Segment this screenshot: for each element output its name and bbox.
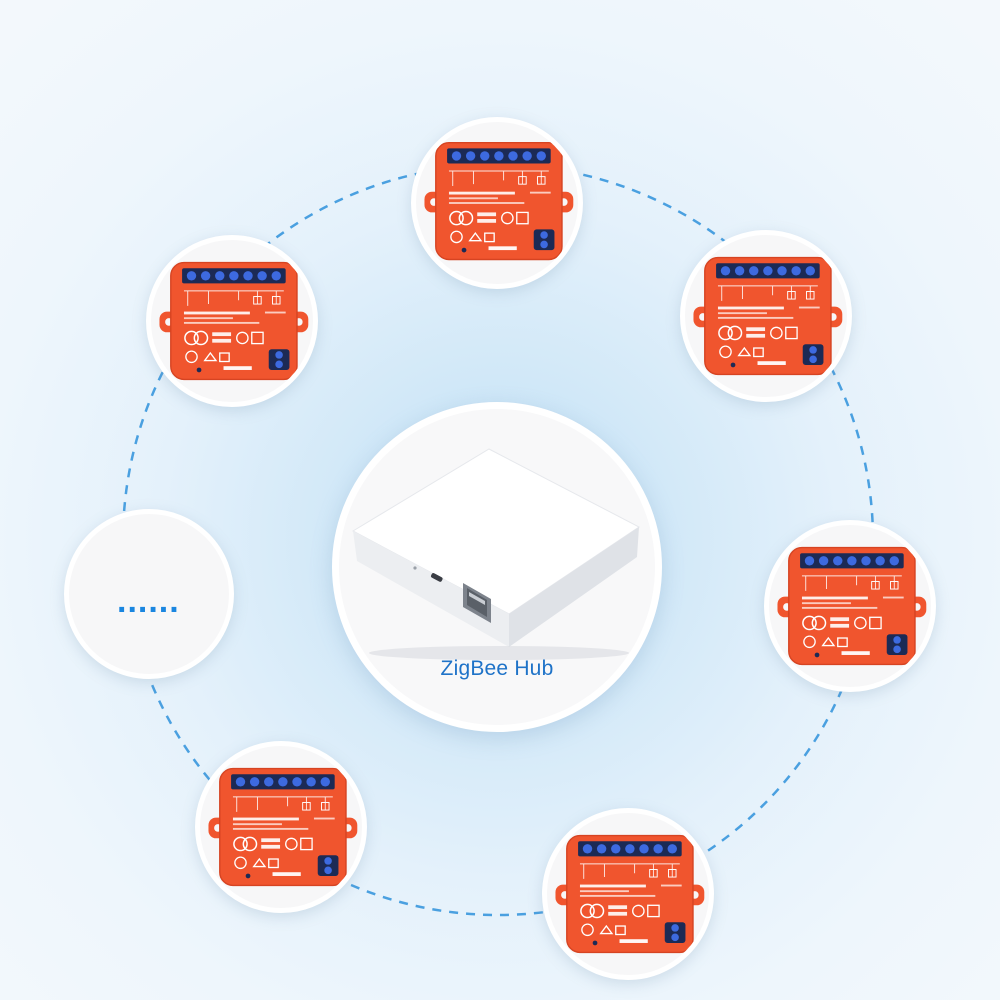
placeholder-circle: ...... (64, 509, 234, 679)
zigbee-hub-device-icon (351, 448, 640, 660)
zigbee-switch-module-icon (423, 141, 575, 261)
switch-module-circle-upper-left (146, 235, 318, 407)
zigbee-switch-module-icon (158, 261, 310, 381)
zigbee-switch-module-icon (554, 834, 706, 954)
switch-module-circle-lower-left (195, 741, 367, 913)
switch-module-circle-lower-right (542, 808, 714, 980)
more-devices-dots: ...... (117, 582, 180, 620)
zigbee-switch-module-icon (692, 256, 844, 376)
zigbee-switch-module-icon (776, 546, 928, 666)
switch-module-circle-top (411, 117, 583, 289)
switch-module-circle-upper-right (680, 230, 852, 402)
zigbee-switch-module-icon (207, 767, 359, 887)
switch-module-circle-right (764, 520, 936, 692)
hub-label: ZigBee Hub (440, 657, 554, 680)
zigbee-hub-circle: ZigBee Hub (332, 402, 662, 732)
